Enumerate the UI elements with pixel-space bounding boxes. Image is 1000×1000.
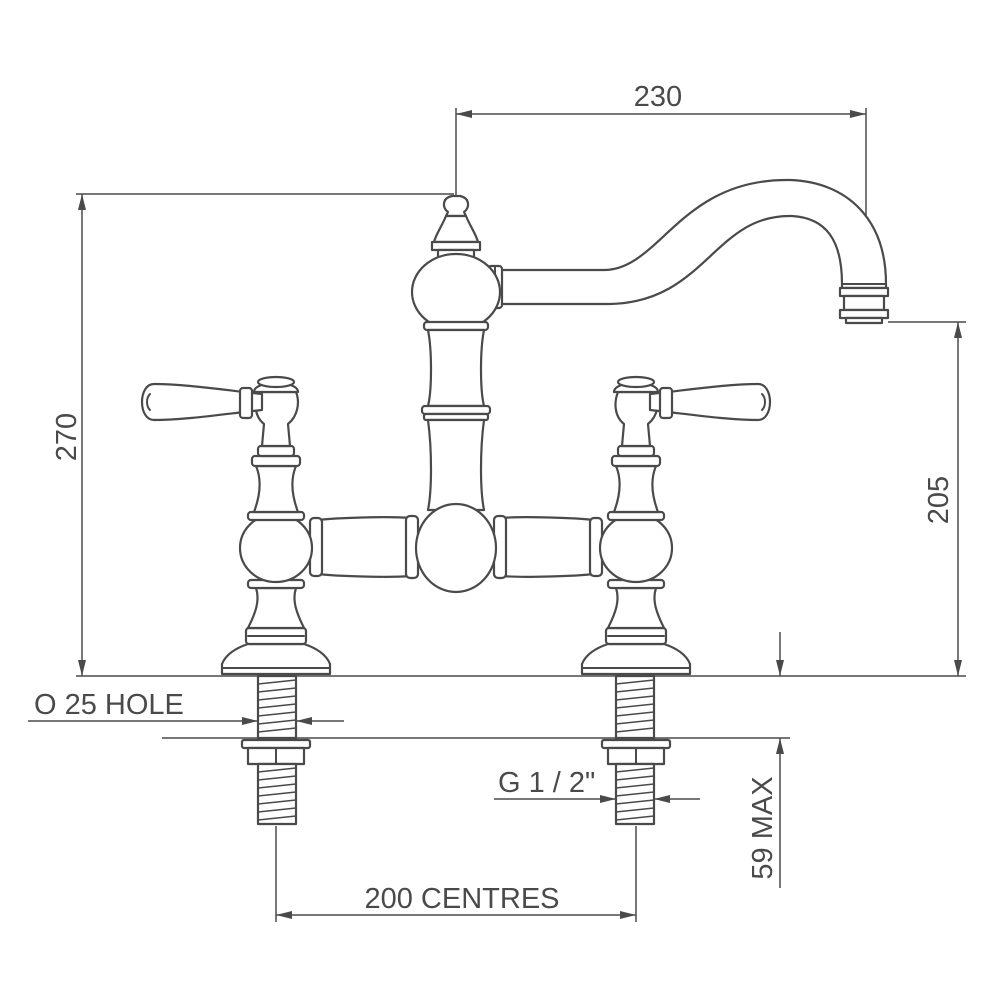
dim-230-spout-reach [455, 108, 867, 228]
label-205: 205 [923, 476, 955, 524]
dim-200-centres [275, 826, 637, 922]
central-column [410, 194, 502, 512]
dim-205-spout-height [888, 321, 966, 676]
bridge [308, 502, 604, 594]
left-valve [141, 375, 332, 676]
spout [486, 178, 890, 325]
label-thread: G 1 / 2" [498, 767, 595, 799]
dim-25-hole [28, 717, 344, 725]
dim-270-total-height [76, 193, 454, 676]
right-shank [600, 674, 672, 826]
right-valve [580, 375, 771, 676]
label-270: 270 [51, 413, 83, 461]
label-230: 230 [634, 81, 682, 113]
left-shank [240, 674, 312, 826]
dim-g-half-thread [494, 795, 700, 803]
dim-59-max [776, 632, 784, 888]
label-centres: 200 CENTRES [364, 883, 559, 915]
label-hole: O 25 HOLE [34, 689, 184, 721]
label-59-max: 59 MAX [747, 776, 779, 879]
